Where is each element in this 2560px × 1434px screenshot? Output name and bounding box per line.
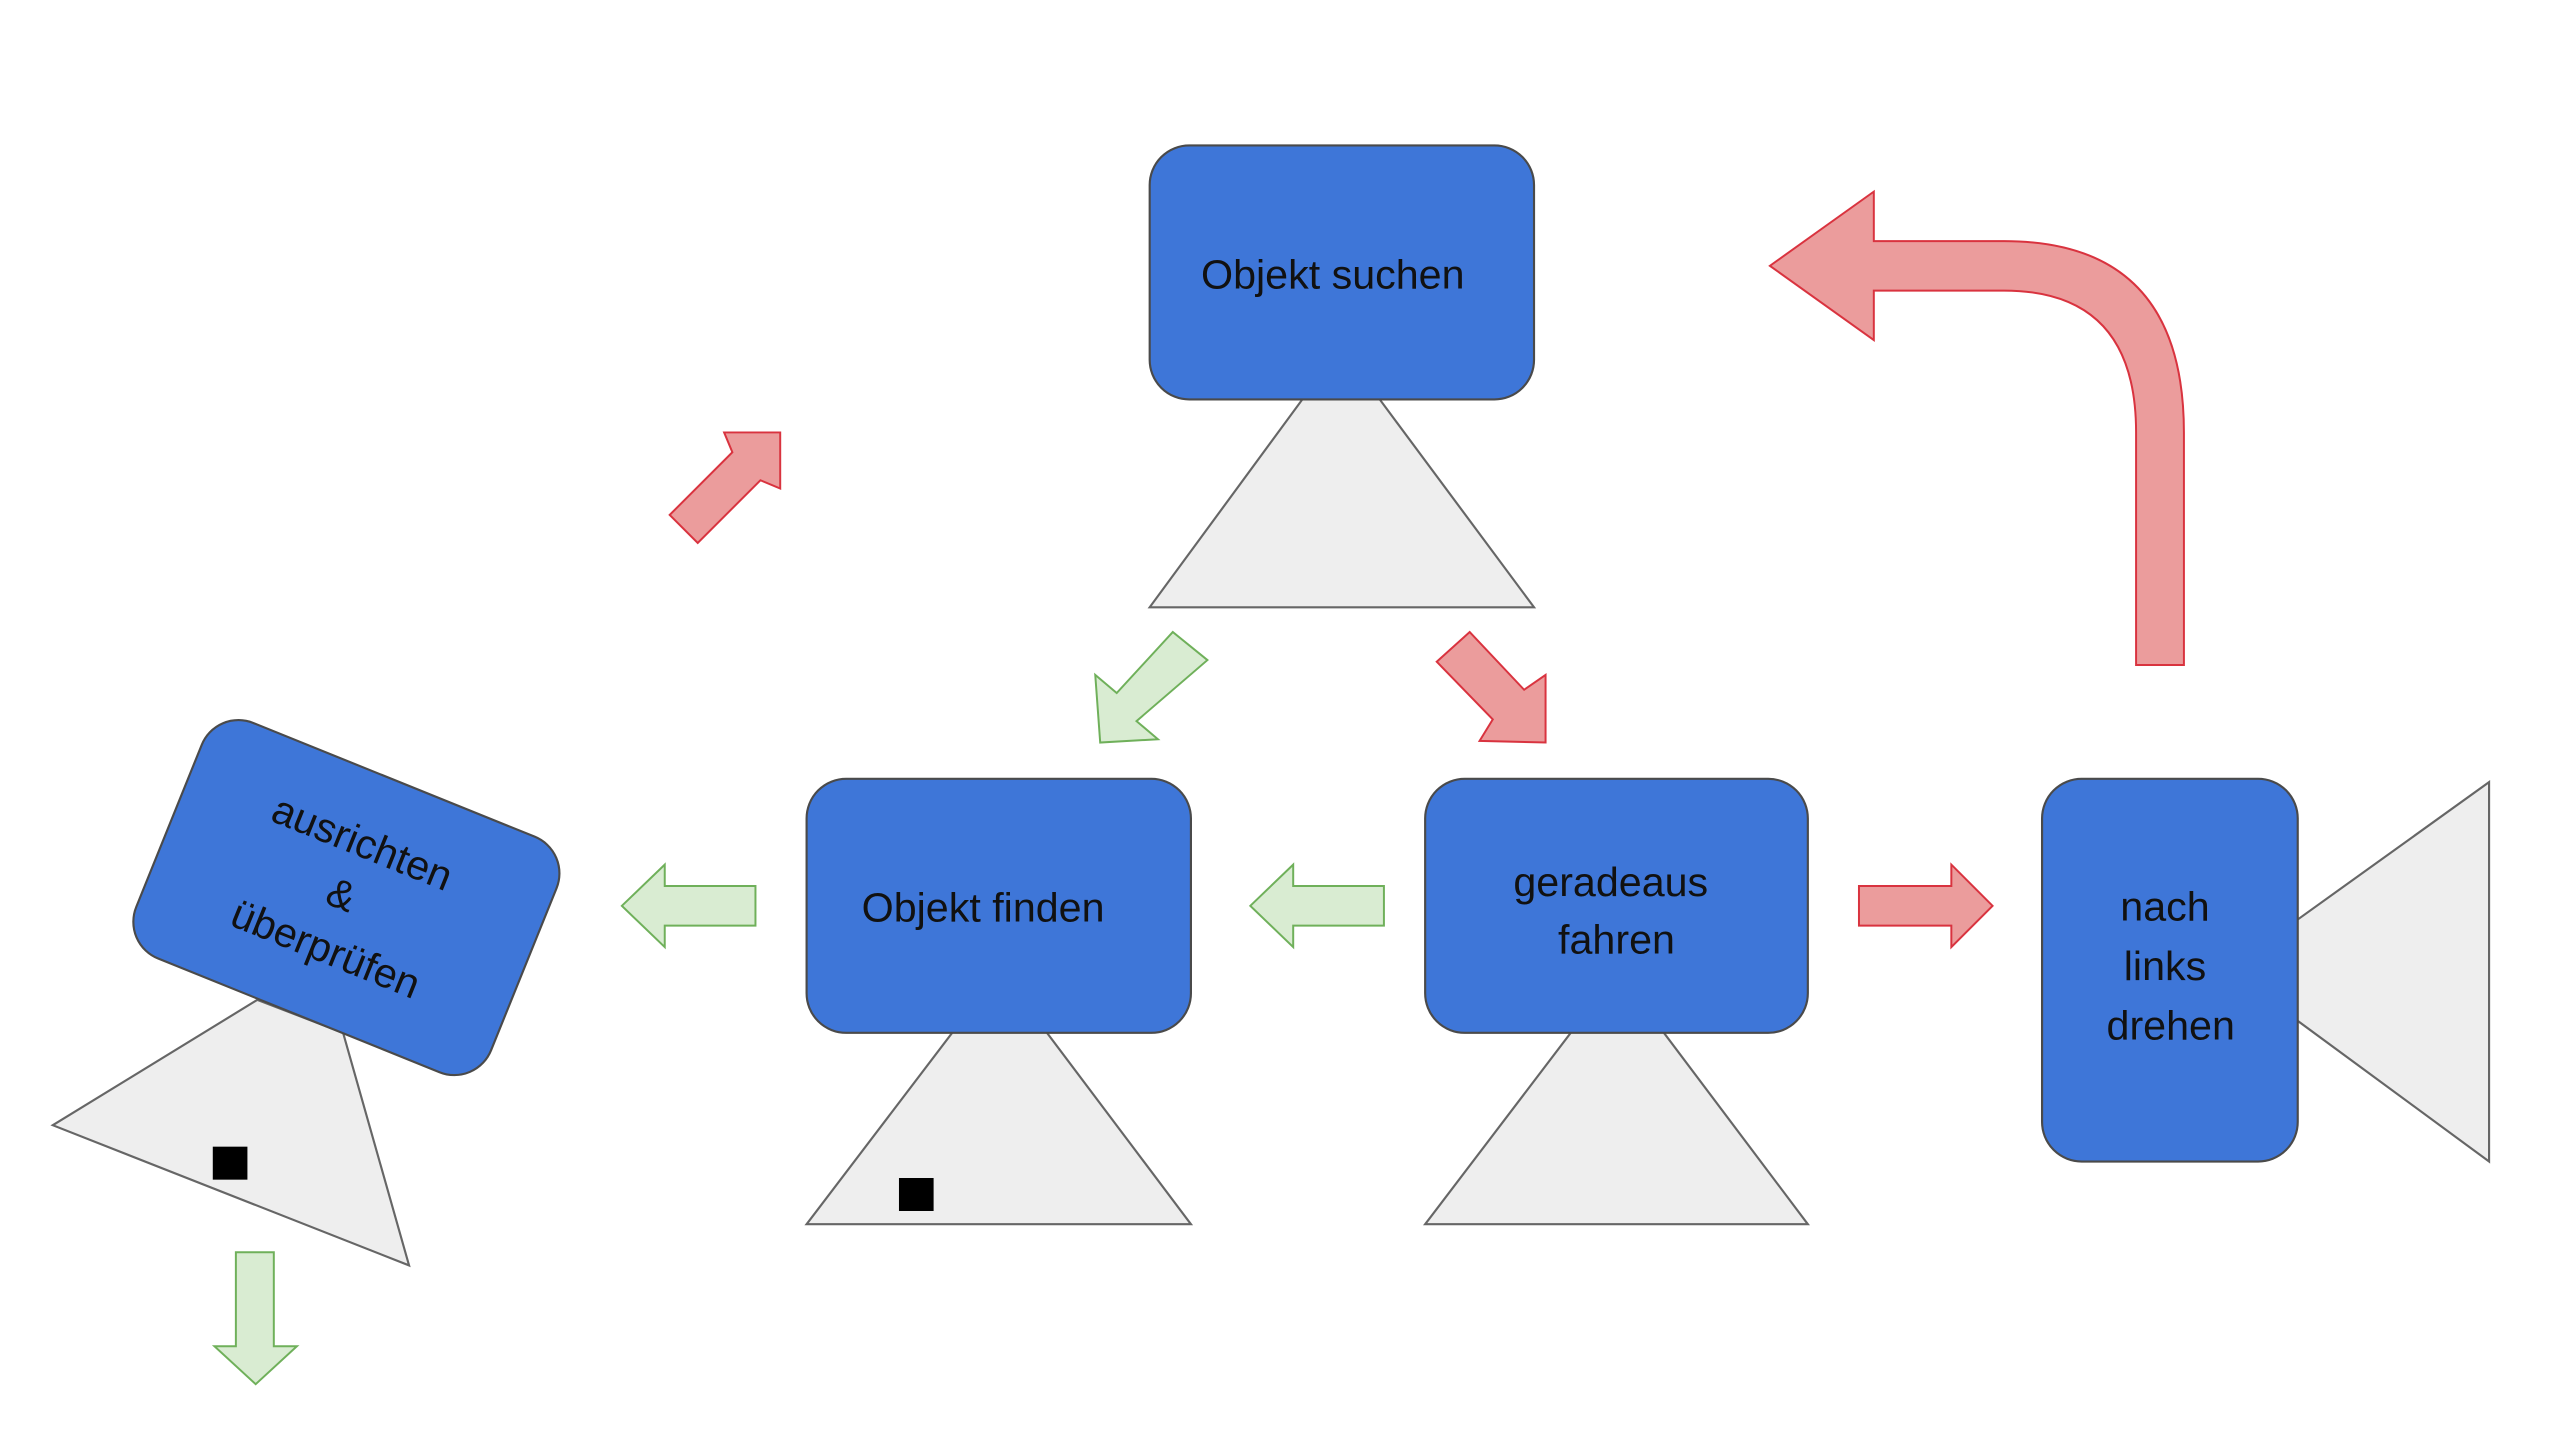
state-label-drive: geradeaus fahren (1513, 859, 1719, 963)
camera-cone-align (50, 998, 411, 1268)
state-label-turn-line3: drehen (2107, 1002, 2235, 1048)
state-label-turn-line2: links (2124, 943, 2206, 989)
arrow-search-to-find (1094, 630, 1209, 744)
arrow-align-to-search (668, 431, 782, 545)
state-box-search (1148, 144, 1536, 401)
arrow-drive-to-find (1248, 862, 1385, 950)
camera-cone-find (804, 1030, 1194, 1226)
object-marker (898, 1178, 934, 1211)
camera-cone-drive (1422, 1030, 1810, 1226)
state-objekt-suchen: Objekt suchen (1147, 144, 1537, 609)
arrow-drive-to-turn (1857, 862, 1994, 950)
state-label-drive-line2: fahren (1558, 917, 1675, 963)
state-label-drive-line1: geradeaus (1513, 859, 1708, 905)
state-label-turn: nach links drehen (2107, 884, 2235, 1049)
state-box-find (805, 777, 1192, 1034)
state-label-search: Objekt suchen (1201, 251, 1465, 297)
state-label-turn-line1: nach (2120, 884, 2209, 930)
state-nach-links-drehen: nach links drehen (2040, 777, 2491, 1164)
arrow-turn-to-search (1768, 189, 2185, 667)
object-marker-align (212, 1146, 248, 1180)
state-box-drive (1424, 777, 1809, 1034)
arrow-find-to-align (620, 862, 757, 950)
state-box-turn (2040, 777, 2299, 1163)
state-label-find: Objekt finden (862, 885, 1105, 931)
camera-cone-search (1147, 395, 1537, 609)
state-geradeaus-fahren: geradeaus fahren (1422, 777, 1810, 1226)
arrow-align-down (211, 1251, 300, 1386)
state-ausrichten-ueberpruefen: ausrichten & überprüfen (50, 719, 561, 1268)
state-box-align (132, 719, 561, 1077)
state-objekt-finden: Objekt finden (804, 777, 1194, 1226)
camera-cone-turn (2295, 780, 2491, 1164)
arrow-search-to-drive (1435, 630, 1547, 744)
